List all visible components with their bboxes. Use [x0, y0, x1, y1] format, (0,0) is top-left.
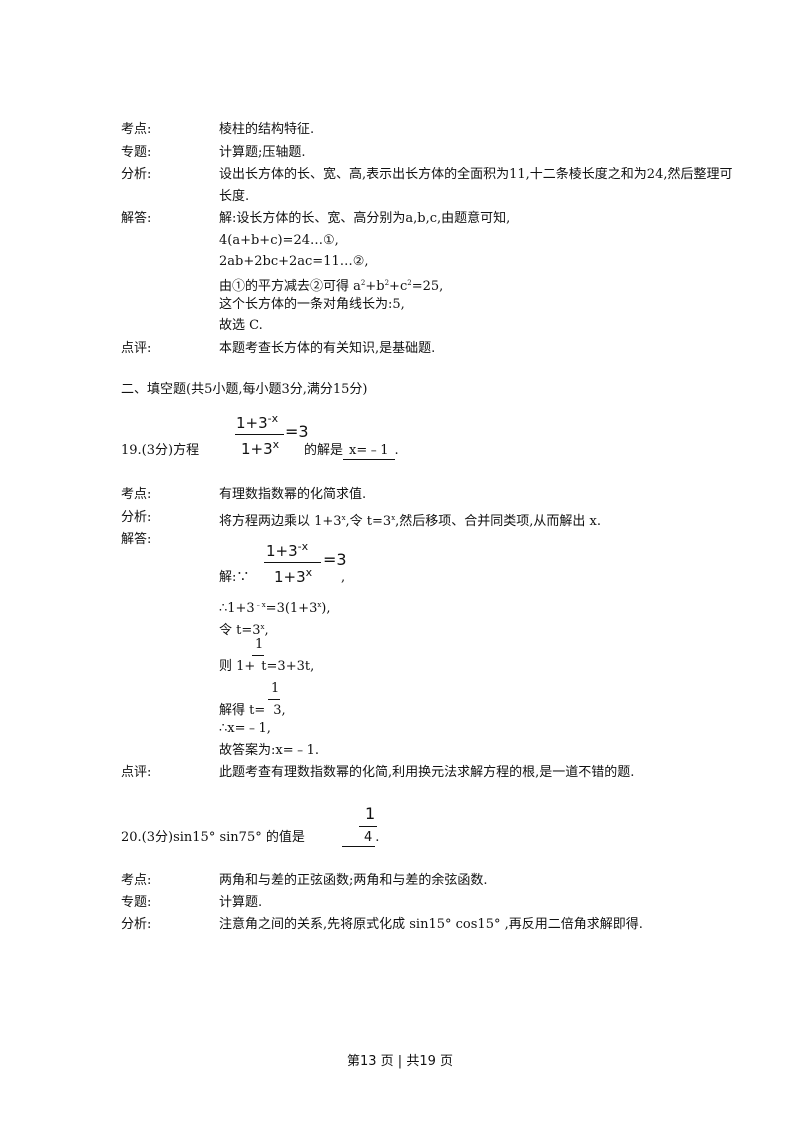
jieda-18-line5: 这个长方体的一条对角线长为:5,	[219, 297, 405, 312]
label-dianping-18: 点评:	[121, 341, 152, 356]
kaodian-19: 有理数指数幂的化简求值.	[219, 487, 367, 502]
jieda-19-prefix: 解:∵	[219, 570, 250, 585]
label-fenxi-19: 分析:	[121, 510, 152, 525]
jieda-19-fraction: 1+3-x 1+3x =3	[264, 540, 347, 586]
zhuanti-20: 计算题.	[219, 895, 263, 910]
label-jieda-19: 解答:	[121, 532, 152, 547]
fenxi-19: 将方程两边乘以 1+3x,令 t=3x,然后移项、合并同类项,从而解出 x.	[219, 514, 602, 529]
page-footer: 第13 页 | 共19 页	[347, 1054, 453, 1069]
dianping-19: 此题考查有理数指数幂的化简,利用换元法求解方程的根,是一道不错的题.	[219, 765, 635, 780]
jieda-18-line6: 故选 C.	[219, 318, 263, 333]
q19-equation-fraction: 1+3-x 1+3x =3	[235, 412, 309, 458]
jieda-18-line4: 由①的平方减去②可得 a2+b2+c2=25,	[219, 279, 444, 294]
jieda-19-step2: 令 t=3x,	[219, 623, 269, 638]
label-jieda-18: 解答:	[121, 211, 152, 226]
dianping-18: 本题考查长方体的有关知识,是基础题.	[219, 341, 436, 356]
jieda-18-line3: 2ab+2bc+2ac=11…②,	[219, 254, 369, 269]
label-kaodian-19: 考点:	[121, 487, 152, 502]
jieda-18-line1: 解:设长方体的长、宽、高分别为a,b,c,由题意可知,	[219, 211, 511, 226]
fenxi-20: 注意角之间的关系,先将原式化成 sin15° cos15° ,再反用二倍角求解即…	[219, 917, 643, 932]
jieda-19-step6: 故答案为:x=﹣1.	[219, 743, 320, 758]
label-kaodian-18: 考点:	[121, 122, 152, 137]
fenxi-18-line1: 设出长方体的长、宽、高,表示出长方体的全面积为11,十二条棱长度之和为24,然后…	[219, 167, 733, 182]
jieda-19-step4: 解得 t=3,	[219, 703, 286, 718]
q19-prefix: 19.(3分)方程	[121, 443, 200, 458]
q20-answer-numerator: 1	[365, 804, 376, 823]
label-zhuanti-18: 专题:	[121, 145, 152, 160]
jieda-19-step1: ∴1+3﹣x=3(1+3x),	[219, 601, 331, 616]
step4-numerator: 1	[271, 681, 280, 696]
zhuanti-18: 计算题;压轴题.	[219, 145, 306, 160]
jieda-19-comma: ,	[341, 570, 346, 585]
section-heading: 二、填空题(共5小题,每小题3分,满分15分)	[121, 382, 368, 397]
kaodian-20: 两角和与差的正弦函数;两角和与差的余弦函数.	[219, 873, 488, 888]
label-fenxi-20: 分析:	[121, 917, 152, 932]
kaodian-18: 棱柱的结构特征.	[219, 122, 315, 137]
label-kaodian-20: 考点:	[121, 873, 152, 888]
q20-answer: 4.	[342, 830, 392, 847]
label-zhuanti-20: 专题:	[121, 895, 152, 910]
q20-question: 20.(3分)sin15° sin75° 的值是	[121, 830, 305, 845]
step3-numerator: 1	[255, 637, 264, 652]
q19-answer: x=﹣1	[343, 443, 395, 460]
fenxi-18-line2: 长度.	[219, 189, 250, 204]
jieda-18-line2: 4(a+b+c)=24…①,	[219, 233, 339, 248]
jieda-19-step3: 则 1+t=3+3t,	[219, 659, 315, 674]
jieda-19-step5: ∴x=﹣1,	[219, 721, 271, 736]
label-fenxi-18: 分析:	[121, 167, 152, 182]
label-dianping-19: 点评:	[121, 765, 152, 780]
